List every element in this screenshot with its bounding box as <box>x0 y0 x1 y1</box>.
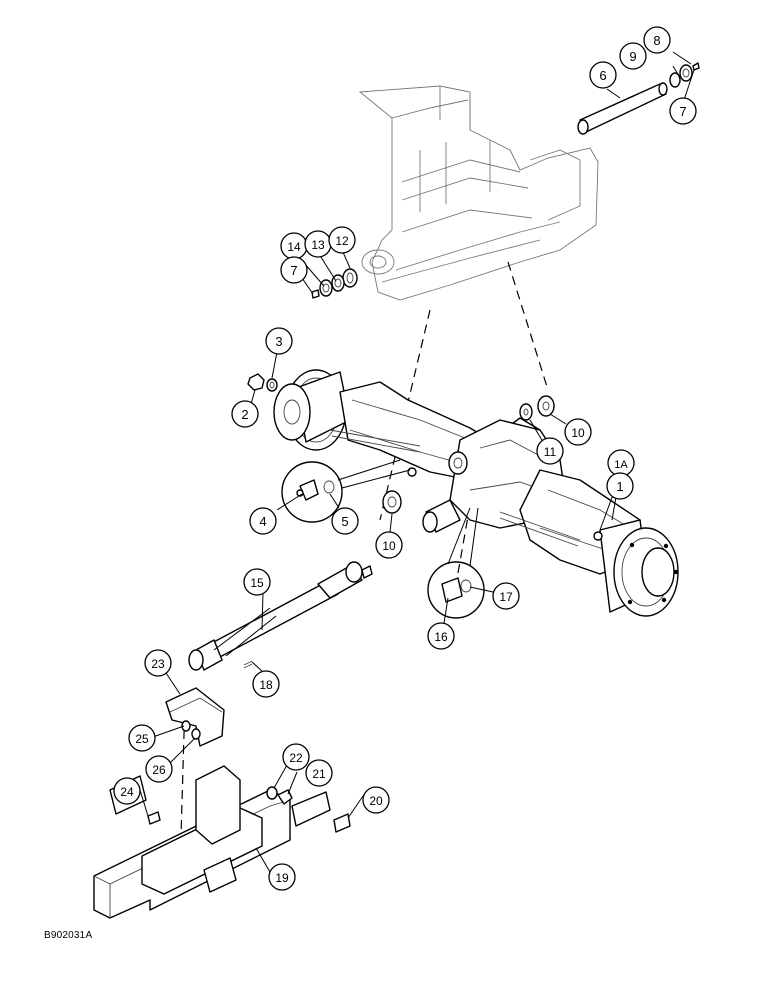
callout-22: 22 <box>282 743 310 771</box>
callout-21: 21 <box>305 759 333 787</box>
callout-7-lower: 7 <box>280 256 308 284</box>
callout-label: 22 <box>289 751 303 765</box>
callout-1A: 1A <box>607 449 635 477</box>
callout-label: 17 <box>499 590 513 604</box>
callout-15: 15 <box>243 568 271 596</box>
front-axle <box>273 369 679 617</box>
drawing-reference-number: B902031A <box>44 930 93 941</box>
callout-label: 5 <box>341 514 348 529</box>
callout-1: 1 <box>606 472 634 500</box>
callout-label: 15 <box>250 576 264 590</box>
callout-7-upper: 7 <box>669 97 697 125</box>
support-bracket <box>165 687 225 747</box>
thrust-washers-upper <box>519 395 555 421</box>
callout-20: 20 <box>362 786 390 814</box>
callout-label: 2 <box>241 407 248 422</box>
hub-nut-washer <box>247 373 278 392</box>
callout-label: 23 <box>151 657 165 671</box>
callout-16: 16 <box>427 622 455 650</box>
callout-label: 19 <box>275 871 289 885</box>
callout-label: 12 <box>335 234 349 248</box>
callout-2: 2 <box>231 400 259 428</box>
callout-13: 13 <box>304 230 332 258</box>
callout-label: 9 <box>629 49 636 64</box>
callout-label: 8 <box>653 33 660 48</box>
callout-label: 7 <box>679 104 686 119</box>
callout-8: 8 <box>643 26 671 54</box>
callout-label: 10 <box>382 539 396 553</box>
callout-label: 25 <box>135 732 149 746</box>
drain-plug-detail <box>427 507 485 619</box>
thrust-washer-lower <box>382 490 402 514</box>
loader-frame-ghost <box>358 85 599 301</box>
callout-5: 5 <box>331 507 359 535</box>
callout-label: 1 <box>616 479 623 494</box>
callout-label: 26 <box>152 763 166 777</box>
callout-label: 10 <box>571 426 585 440</box>
mounting-frame <box>93 765 351 919</box>
callout-23: 23 <box>144 649 172 677</box>
callout-18: 18 <box>252 670 280 698</box>
callout-25: 25 <box>128 724 156 752</box>
callout-label: 1A <box>614 459 628 471</box>
callout-label: 3 <box>275 334 282 349</box>
callout-11: 11 <box>536 437 564 465</box>
breather-detail <box>281 459 411 523</box>
callout-3: 3 <box>265 327 293 355</box>
callout-12: 12 <box>328 226 356 254</box>
callout-label: 13 <box>311 238 325 252</box>
callout-label: 24 <box>120 785 134 799</box>
callout-label: 6 <box>599 68 606 83</box>
callout-label: 14 <box>287 240 301 254</box>
pivot-pin <box>577 62 700 135</box>
callout-6: 6 <box>589 61 617 89</box>
callout-label: 4 <box>259 514 266 529</box>
callout-10-lower: 10 <box>375 531 403 559</box>
rear-bushing-washers <box>311 268 358 299</box>
callouts: 8 9 6 7 14 13 12 7 3 2 11 10 1A 1 4 5 10… <box>113 26 697 891</box>
callout-label: 21 <box>312 767 326 781</box>
callout-26: 26 <box>145 755 173 783</box>
callout-19: 19 <box>268 863 296 891</box>
callout-10-upper: 10 <box>564 418 592 446</box>
callout-14: 14 <box>280 232 308 260</box>
callout-17: 17 <box>492 582 520 610</box>
drive-shaft <box>188 561 373 671</box>
callout-leaders <box>139 51 695 873</box>
callout-label: 11 <box>544 445 557 459</box>
callout-label: 16 <box>434 630 448 644</box>
callout-label: 7 <box>290 263 297 278</box>
callout-label: 18 <box>259 678 273 692</box>
callout-24: 24 <box>113 777 141 805</box>
callout-9: 9 <box>619 42 647 70</box>
callout-4: 4 <box>249 507 277 535</box>
callout-label: 20 <box>369 794 383 808</box>
